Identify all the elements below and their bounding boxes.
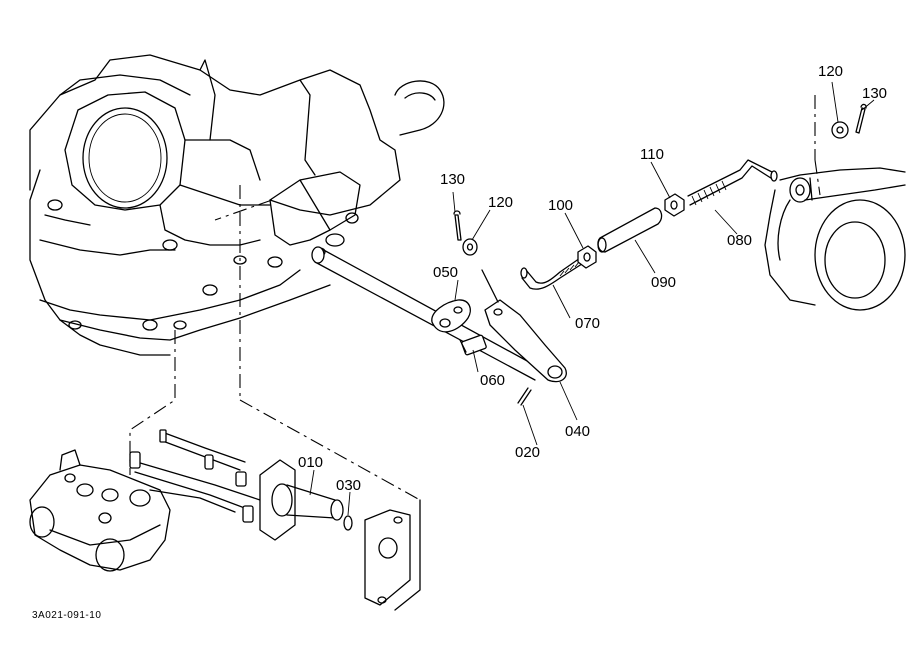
washer-120-right [831, 121, 849, 139]
callout-120-right: 120 [818, 63, 843, 80]
callout-100: 100 [548, 197, 573, 214]
callout-leaders [309, 81, 875, 516]
nut-100 [577, 245, 597, 269]
callout-030: 030 [336, 477, 361, 494]
sleeve-090 [597, 207, 663, 253]
callout-080: 080 [727, 232, 752, 249]
control-rod [311, 246, 541, 381]
washer-120-left [462, 238, 478, 256]
callout-010: 010 [298, 454, 323, 471]
callout-040: 040 [565, 423, 590, 440]
assembly-leader-lines [129, 95, 821, 501]
rod-080 [687, 159, 778, 206]
callout-070: 070 [575, 315, 600, 332]
pin-020 [517, 387, 532, 406]
plate-050 [431, 299, 471, 333]
engine-housing [29, 54, 445, 356]
callout-130-right: 130 [862, 85, 887, 102]
cotter-pin-130-left [453, 210, 462, 241]
callout-labels: 010 020 030 040 050 060 070 080 090 100 … [32, 63, 887, 621]
drawing-code: 3A021-091-10 [32, 610, 101, 621]
cotter-pin-130-right [855, 103, 867, 134]
valve-spools [129, 429, 261, 523]
callout-130-left: 130 [440, 171, 465, 188]
callout-020: 020 [515, 444, 540, 461]
right-housing [764, 167, 906, 311]
callout-060: 060 [480, 372, 505, 389]
bracket-plate [364, 499, 421, 611]
rod-070 [520, 255, 586, 290]
callout-110: 110 [640, 146, 664, 163]
nut-110 [664, 193, 685, 217]
callout-090: 090 [651, 274, 676, 291]
lever-040 [481, 269, 567, 383]
bolt-060 [459, 334, 487, 356]
shaft-010 [259, 459, 353, 541]
callout-120-left: 120 [488, 194, 513, 211]
callout-050: 050 [433, 264, 458, 281]
valve-block [29, 449, 171, 572]
